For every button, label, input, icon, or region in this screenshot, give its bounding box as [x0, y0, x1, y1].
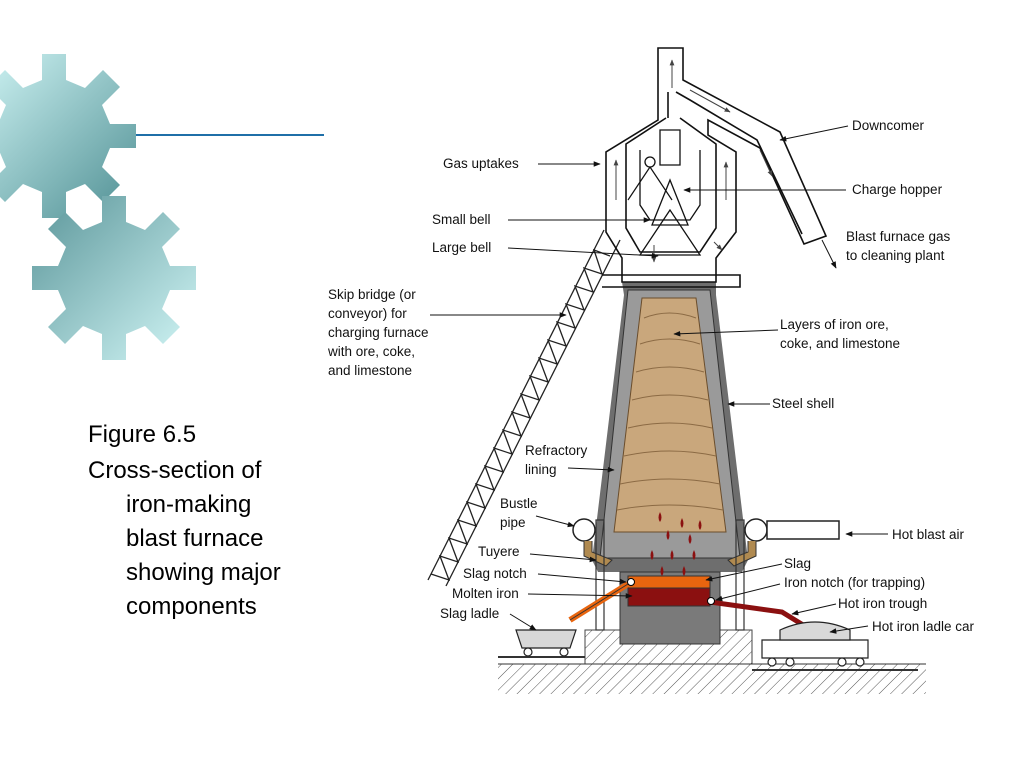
- label-tuyere: Tuyere: [478, 544, 520, 559]
- gear-icon: [32, 196, 196, 360]
- label-skip-bridge-4: with ore, coke,: [327, 344, 415, 359]
- label-refractory-2: lining: [525, 462, 557, 477]
- label-slag: Slag: [784, 556, 811, 571]
- furnace-diagram: Downcomer Gas uptakes Charge hopper Smal…: [327, 47, 975, 694]
- label-layers-2: coke, and limestone: [780, 336, 900, 351]
- iron-droplets: [650, 512, 702, 576]
- furnace-burden: [613, 297, 727, 533]
- label-hot-iron-ladle-car: Hot iron ladle car: [872, 619, 975, 634]
- label-slag-ladle: Slag ladle: [440, 606, 499, 621]
- label-skip-bridge-2: conveyor) for: [328, 306, 407, 321]
- hot-iron-trough: [709, 599, 810, 631]
- label-skip-bridge-1: Skip bridge (or: [328, 287, 416, 302]
- caption-line: Cross-section of: [88, 457, 262, 484]
- label-slag-notch: Slag notch: [463, 566, 527, 581]
- figure-number: Figure 6.5: [88, 421, 197, 448]
- label-hot-iron-trough: Hot iron trough: [838, 596, 927, 611]
- slag-layer: [627, 575, 711, 589]
- label-hot-blast-air: Hot blast air: [892, 527, 965, 542]
- diagram-labels: Downcomer Gas uptakes Charge hopper Smal…: [327, 118, 975, 634]
- bustle-pipe: [572, 518, 840, 567]
- label-iron-notch: Iron notch (for trapping): [784, 575, 925, 590]
- label-large-bell: Large bell: [432, 240, 491, 255]
- label-gas-uptakes: Gas uptakes: [443, 156, 519, 171]
- burden-layers: [616, 312, 724, 511]
- skip-bridge: [427, 229, 621, 587]
- leader-lines: [430, 125, 888, 634]
- gear-icon: [0, 54, 136, 218]
- figure-description: Cross-section of iron-making blast furna…: [88, 454, 328, 624]
- label-skip-bridge-5: and limestone: [328, 363, 412, 378]
- label-refractory-1: Refractory: [525, 443, 588, 458]
- label-bustle-1: Bustle: [500, 496, 538, 511]
- slag-ladle: [515, 629, 577, 657]
- caption-line: showing major: [126, 559, 281, 586]
- slag-runner-edge: [569, 583, 629, 621]
- label-molten-iron: Molten iron: [452, 586, 519, 601]
- label-small-bell: Small bell: [432, 212, 491, 227]
- label-steel-shell: Steel shell: [772, 396, 834, 411]
- support-columns: [595, 519, 745, 631]
- caption-line: components: [126, 593, 257, 620]
- label-downcomer: Downcomer: [852, 118, 925, 133]
- label-layers-1: Layers of iron ore,: [780, 317, 889, 332]
- label-bustle-2: pipe: [500, 515, 526, 530]
- label-charge-hopper: Charge hopper: [852, 182, 943, 197]
- figure-caption: Figure 6.5 Cross-section of iron-making …: [88, 418, 328, 624]
- slag-notch: [627, 578, 635, 586]
- molten-iron-pool: [627, 587, 711, 607]
- iron-notch: [707, 597, 715, 605]
- label-skip-bridge-3: charging furnace: [328, 325, 429, 340]
- decorative-gears: [0, 54, 196, 360]
- hot-iron-ladle-car: [761, 621, 869, 667]
- caption-line: iron-making: [126, 491, 252, 518]
- label-blast-furnace-gas: Blast furnace gas: [846, 229, 951, 244]
- furnace-top: [602, 47, 828, 288]
- caption-line: blast furnace: [126, 525, 264, 552]
- label-blast-furnace-gas-2: to cleaning plant: [846, 248, 945, 263]
